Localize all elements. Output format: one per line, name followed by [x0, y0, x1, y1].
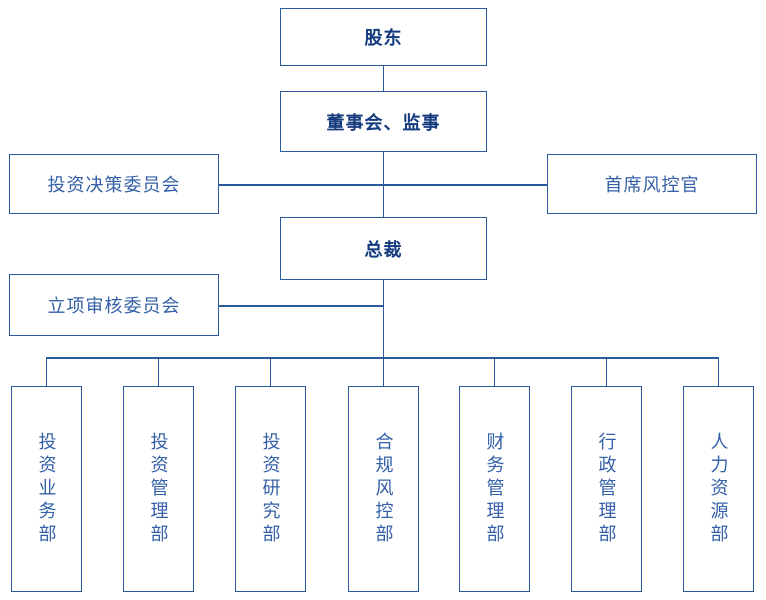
- org-node-dept-human-resources: 人力资源部: [683, 386, 754, 592]
- org-node-dept-label: 投资业务部: [36, 431, 57, 547]
- org-node-project-review-committee-label: 立项审核委员会: [47, 296, 181, 316]
- org-node-dept-label: 人力资源部: [708, 431, 729, 547]
- connector-drop-dept-6: [605, 358, 608, 386]
- org-node-dept-admin-management: 行政管理部: [571, 386, 642, 592]
- connector-drop-dept-7: [717, 358, 720, 386]
- connector-drop-dept-1: [45, 358, 48, 386]
- org-node-shareholders-label: 股东: [364, 28, 403, 48]
- org-node-dept-label: 行政管理部: [596, 431, 617, 547]
- connector-committee-to-risk-officer: [219, 184, 547, 186]
- org-node-president: 总裁: [280, 217, 487, 280]
- org-node-dept-investment-management: 投资管理部: [123, 386, 194, 592]
- org-node-dept-investment-business: 投资业务部: [11, 386, 82, 592]
- org-node-shareholders: 股东: [280, 8, 487, 66]
- org-node-president-label: 总裁: [364, 239, 403, 260]
- connector-department-bus: [45, 357, 720, 359]
- org-node-project-review-committee: 立项审核委员会: [9, 274, 219, 336]
- connector-shareholders-to-board: [382, 66, 385, 91]
- connector-drop-dept-5: [493, 358, 496, 386]
- org-node-dept-label: 合规风控部: [373, 431, 394, 547]
- org-node-dept-label: 投资管理部: [148, 431, 169, 547]
- connector-president-to-bus: [382, 280, 385, 358]
- connector-project-review-to-trunk: [219, 305, 384, 307]
- org-node-dept-label: 投资研究部: [260, 431, 281, 547]
- org-node-chief-risk-officer-label: 首席风控官: [604, 175, 700, 195]
- org-node-investment-decision-committee: 投资决策委员会: [9, 154, 219, 214]
- org-node-investment-decision-committee-label: 投资决策委员会: [47, 175, 181, 195]
- connector-drop-dept-3: [269, 358, 272, 386]
- org-node-dept-finance-management: 财务管理部: [459, 386, 530, 592]
- org-node-board-supervisors-label: 董事会、监事: [326, 112, 441, 133]
- org-node-board-supervisors: 董事会、监事: [280, 91, 487, 152]
- org-node-chief-risk-officer: 首席风控官: [547, 154, 757, 214]
- org-node-dept-compliance-risk: 合规风控部: [348, 386, 419, 592]
- connector-drop-dept-2: [157, 358, 160, 386]
- org-node-dept-investment-research: 投资研究部: [235, 386, 306, 592]
- org-node-dept-label: 财务管理部: [484, 431, 505, 547]
- connector-drop-dept-4: [382, 358, 385, 386]
